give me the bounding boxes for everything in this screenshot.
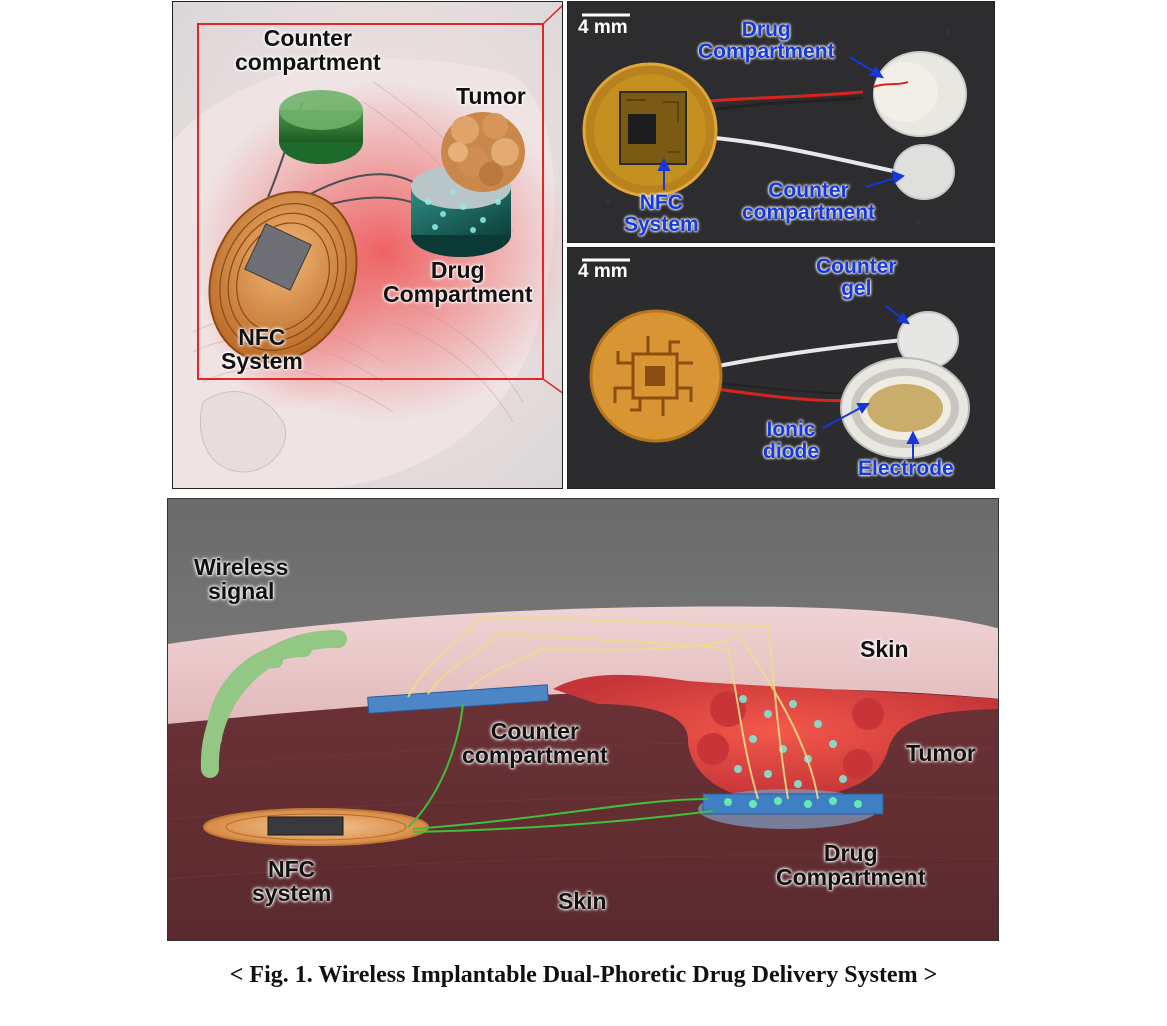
panel-a-illustration: Counter compartment Tumor Drug Compartme… bbox=[172, 1, 563, 489]
panel-c-electrode-photo: 4 mm Counter gel Ionic diode Electrode bbox=[567, 247, 995, 489]
electrode-label: Electrode bbox=[858, 457, 954, 480]
ionic-diode-label: Ionic diode bbox=[763, 418, 819, 464]
drug-compartment-label: Drug Compartment bbox=[776, 840, 926, 891]
counter-compartment-label: Counter compartment bbox=[742, 179, 876, 225]
nfc-system-label: NFC system bbox=[252, 856, 332, 907]
counter-gel-label: Counter gel bbox=[816, 255, 897, 301]
tumor-label: Tumor bbox=[906, 740, 976, 766]
nfc-system-label: NFC System bbox=[624, 191, 699, 237]
panel-c-artwork bbox=[568, 248, 994, 488]
skin-bottom-label: Skin bbox=[558, 888, 607, 914]
tumor-label: Tumor bbox=[456, 83, 526, 109]
drug-compartment-label: Drug Compartment bbox=[698, 18, 835, 64]
drug-compartment-label: Drug Compartment bbox=[383, 257, 533, 308]
panel-d-cross-section: Wireless signal Skin Tumor Counter compa… bbox=[167, 498, 999, 941]
counter-compartment-label: Counter compartment bbox=[235, 25, 381, 76]
wireless-signal-label: Wireless signal bbox=[194, 554, 289, 605]
panel-b-device-photo: 4 mm Drug Compartment NFC System Counter… bbox=[567, 1, 995, 243]
panel-a-artwork bbox=[173, 2, 562, 488]
counter-compartment-label: Counter compartment bbox=[462, 718, 608, 769]
scale-bar-label: 4 mm bbox=[578, 17, 628, 38]
nfc-system-label: NFC System bbox=[221, 324, 303, 375]
scale-bar-label: 4 mm bbox=[578, 261, 628, 282]
panel-b-artwork bbox=[568, 2, 994, 242]
skin-top-label: Skin bbox=[860, 636, 909, 662]
panel-d-artwork bbox=[168, 499, 998, 940]
figure-caption: < Fig. 1. Wireless Implantable Dual-Phor… bbox=[229, 962, 938, 988]
